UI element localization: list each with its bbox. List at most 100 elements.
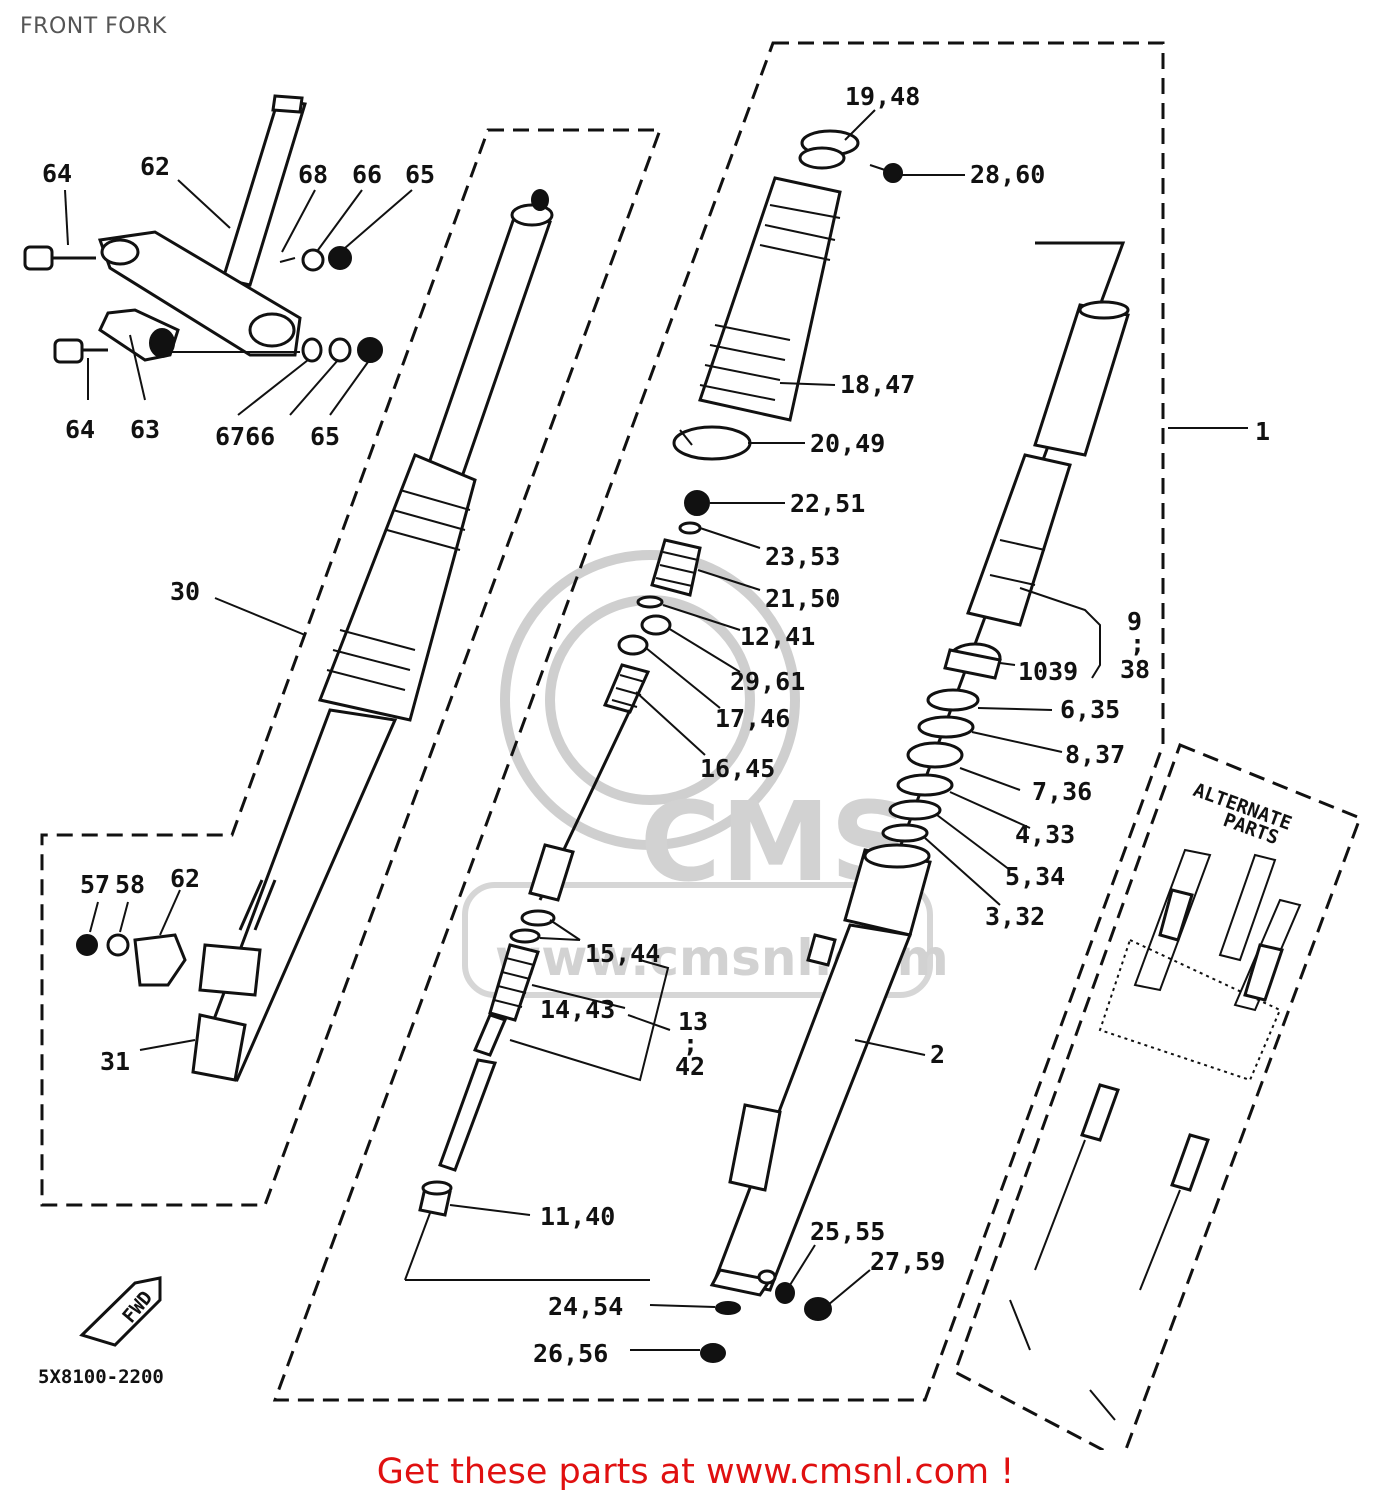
callout-42: 42 (675, 1052, 705, 1081)
bolt-26 (700, 1343, 726, 1363)
callout-31: 31 (100, 1047, 130, 1076)
leader-lines (64, 109, 1248, 1351)
washer-15 (520, 909, 556, 927)
right-fork-group-boundary (272, 41, 1165, 1402)
callout-28-60: 28,60 (970, 160, 1045, 189)
callout-24-54: 24,54 (548, 1292, 623, 1321)
callout-29-61: 29,61 (730, 667, 805, 696)
right-fork-internals (404, 129, 903, 1281)
bolt-64-lower (53, 338, 84, 364)
callout-14-43: 14,43 (540, 995, 615, 1024)
axle-boss (728, 1103, 782, 1192)
callout-7-36: 7,36 (1032, 777, 1092, 806)
callout-68: 68 (298, 160, 328, 189)
callout-5-34: 5,34 (1005, 862, 1065, 891)
washer-8 (917, 715, 975, 739)
steering-stem-assembly (23, 94, 383, 364)
bushing-5 (888, 799, 942, 821)
callout-1039: 1039 (1018, 657, 1078, 686)
washer-23 (678, 521, 702, 535)
callout-57: 57 (80, 870, 110, 899)
callout-66-upper: 66 (352, 160, 382, 189)
callout-38: 38 (1120, 655, 1150, 684)
callout-23-53: 23,53 (765, 542, 840, 571)
callout-63: 63 (130, 415, 160, 444)
alternate-parts-boundary (953, 743, 1362, 1450)
callout-64-upper: 64 (42, 159, 72, 188)
callout-64-lower: 64 (65, 415, 95, 444)
callout-21-50: 21,50 (765, 584, 840, 613)
callout-13-sep: ; (683, 1029, 698, 1058)
washer-4 (896, 773, 954, 797)
callout-9: 9 (1127, 607, 1142, 636)
callout-12-41: 12,41 (740, 622, 815, 651)
axle-holder (198, 943, 262, 997)
clip-6 (926, 688, 980, 712)
ring-29 (640, 614, 672, 636)
callout-62-upper: 62 (140, 152, 170, 181)
callout-30: 30 (170, 577, 200, 606)
callout-58: 58 (115, 870, 145, 899)
spring-21 (650, 538, 702, 597)
callout-11-40: 11,40 (540, 1202, 615, 1231)
diagram-code: 5X8100-2200 (38, 1366, 164, 1388)
nut-65-upper (328, 246, 352, 270)
clip-20 (672, 425, 752, 461)
bolt-28 (883, 163, 903, 183)
callout-15-44: 15,44 (585, 939, 660, 968)
axle-holder-cap (133, 933, 187, 987)
nut-22 (684, 490, 710, 516)
callout-4-33: 4,33 (1015, 820, 1075, 849)
callout-17-46: 17,46 (715, 704, 790, 733)
callout-65-lower: 65 (310, 422, 340, 451)
washer-66-lower (328, 337, 352, 363)
callout-13: 13 (678, 1007, 708, 1036)
washer-25 (775, 1282, 795, 1304)
callout-16-45: 16,45 (700, 754, 775, 783)
oil-seal-7 (906, 741, 964, 769)
left-fork-boot (317, 453, 477, 722)
seat-17 (617, 634, 649, 656)
left-fork-assembly (76, 189, 554, 1082)
page-title: FRONT FORK (20, 14, 167, 39)
callout-3-32: 3,32 (985, 902, 1045, 931)
callout-6766: 6766 (215, 422, 275, 451)
callout-2: 2 (930, 1040, 945, 1069)
callout-labels: 64 62 68 66 65 64 63 6766 65 30 57 58 62… (38, 82, 1295, 1388)
alternate-parts (1009, 848, 1302, 1421)
callout-26-56: 26,56 (533, 1339, 608, 1368)
callout-27-59: 27,59 (870, 1247, 945, 1276)
callout-6-35: 6,35 (1060, 695, 1120, 724)
bolt-27 (804, 1297, 832, 1321)
footer-link[interactable]: Get these parts at www.cmsnl.com ! (376, 1452, 1015, 1492)
nut-65-lower (357, 337, 383, 363)
steering-stem (221, 98, 307, 287)
damper-rod (438, 1058, 498, 1172)
inner-tube-upper (1033, 303, 1130, 457)
washer-58 (106, 933, 130, 957)
washer-24 (715, 1301, 741, 1315)
callout-65-upper: 65 (405, 160, 435, 189)
callout-1: 1 (1255, 417, 1270, 446)
right-fork-tubes (700, 300, 1130, 1363)
nut-57 (76, 934, 98, 956)
callout-25-55: 25,55 (810, 1217, 885, 1246)
callout-9-sep: ; (1130, 629, 1145, 658)
inner-tube-9 (966, 453, 1072, 627)
callout-62-lower: 62 (170, 864, 200, 893)
fwd-mark: FWD (79, 1276, 162, 1347)
washer-66-upper (301, 248, 325, 272)
left-fork-group-boundary (40, 128, 663, 1207)
callout-8-37: 8,37 (1065, 740, 1125, 769)
spring-lower (528, 843, 575, 902)
callout-18-47: 18,47 (840, 370, 915, 399)
washer-12 (636, 595, 664, 609)
parts-diagram: CMS www.cmsnl.com (23, 41, 1362, 1450)
callout-19-48: 19,48 (845, 82, 920, 111)
callout-20-49: 20,49 (810, 429, 885, 458)
bushing-3 (881, 823, 929, 843)
bleed-screw (806, 933, 837, 967)
bolt-64-upper (23, 245, 54, 271)
callout-22-51: 22,51 (790, 489, 865, 518)
washer-67 (301, 337, 323, 363)
